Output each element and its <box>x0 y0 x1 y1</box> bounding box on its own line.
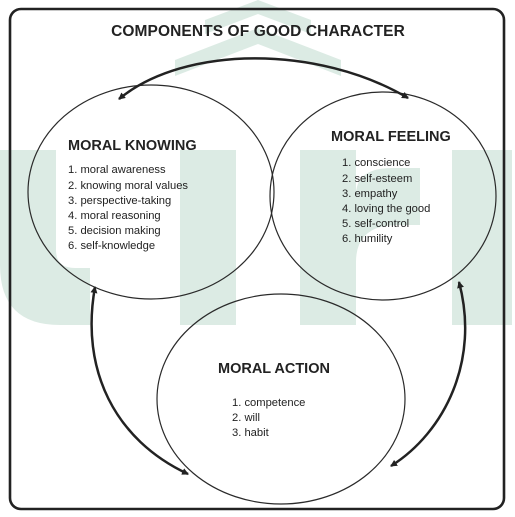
moral-feeling-item: 4. loving the good <box>342 203 430 215</box>
moral-knowing-item: 6. self-knowledge <box>68 240 155 252</box>
moral-knowing-item: 3. perspective-taking <box>68 195 171 207</box>
moral-feeling-item: 2. self-esteem <box>342 173 412 185</box>
moral-feeling-item: 5. self-control <box>342 218 409 230</box>
moral-action-item: 1. competence <box>232 397 305 409</box>
moral-action-item: 3. habit <box>232 427 270 439</box>
moral-feeling-item: 1. conscience <box>342 157 410 169</box>
moral-feeling-item: 3. empathy <box>342 188 398 200</box>
diagram-title: COMPONENTS OF GOOD CHARACTER <box>111 23 405 40</box>
arrow-knowing-action <box>90 285 189 476</box>
diagram-frame <box>8 7 506 511</box>
moral-action-list: 1. competence 2. will 3. habit <box>232 397 305 439</box>
moral-knowing-item: 5. decision making <box>68 225 161 237</box>
moral-knowing-item: 4. moral reasoning <box>68 210 161 222</box>
watermark-logo <box>0 0 512 325</box>
moral-feeling-heading: MORAL FEELING <box>331 129 451 145</box>
moral-feeling-list: 1. conscience 2. self-esteem 3. empathy … <box>342 157 430 245</box>
moral-action-heading: MORAL ACTION <box>218 361 330 377</box>
moral-knowing-heading: MORAL KNOWING <box>68 138 197 154</box>
moral-knowing-list: 1. moral awareness 2. knowing moral valu… <box>68 164 188 252</box>
moral-action-item: 2. will <box>232 412 260 424</box>
arrow-feeling-action <box>390 280 467 468</box>
moral-knowing-item: 1. moral awareness <box>68 164 166 176</box>
arrow-knowing-feeling <box>118 57 409 100</box>
moral-knowing-item: 2. knowing moral values <box>68 180 188 192</box>
moral-feeling-item: 6. humility <box>342 233 393 245</box>
